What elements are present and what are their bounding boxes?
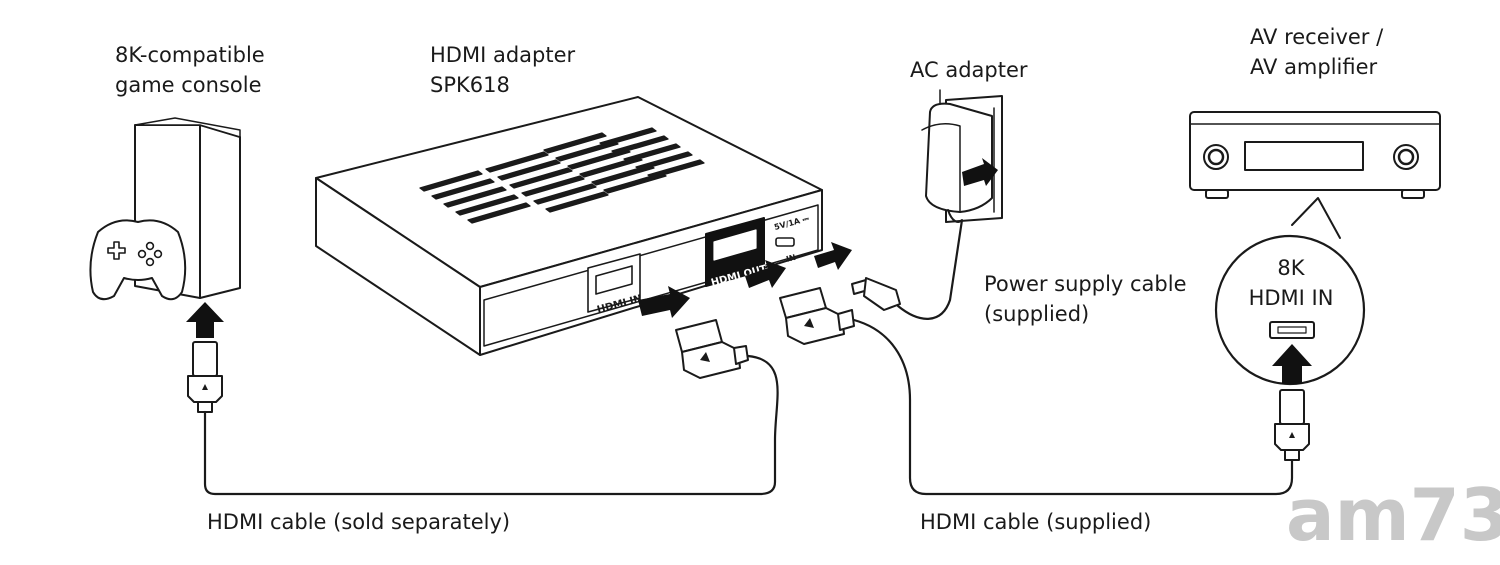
ac-adapter [921,89,1003,223]
cable-right-label: HDMI cable (supplied) [920,510,1152,534]
arrow-right-icon [638,286,690,318]
hdmi-plug-icon [779,287,1294,496]
hdmi-plug-icon [1274,389,1310,461]
receiver-label: AV receiver / AV amplifier [1250,22,1383,82]
power-in-label: IN [785,253,797,264]
arrow-right-icon [962,158,998,186]
av-receiver [1189,111,1441,199]
receiver-label-line2: AV amplifier [1250,55,1378,79]
receiver-label-line1: AV receiver / [1250,25,1384,49]
zoom-callout [1214,197,1366,386]
console-label-line2: game console [115,73,262,97]
adapter-label-line2: SPK618 [430,73,510,97]
hdmi-plug-icon [187,341,223,413]
game-controller-icon [89,219,187,301]
console-label-line1: 8K-compatible [115,43,265,67]
zoom-label-line2: HDMI IN [1248,286,1334,310]
power-cable-label: Power supply cable (supplied) [984,269,1187,329]
power-cable-label-line2: (supplied) [984,302,1090,326]
power-cable-label-line1: Power supply cable [984,272,1187,296]
hdmi-plug-icon [203,319,779,496]
ac-adapter-label: AC adapter [910,58,1028,82]
vent-slots [419,127,705,224]
arrow-right-icon [745,260,786,288]
zoom-label: 8K HDMI IN [1236,253,1346,313]
cable-left-label: HDMI cable (sold separately) [207,510,511,534]
adapter-label-line1: HDMI adapter [430,43,576,67]
arrow-right-icon [814,242,852,270]
arrow-up-icon [186,302,224,338]
arrow-up-icon [1272,344,1312,384]
watermark-logo: am730 [1286,473,1500,557]
hdmi-adapter-box [315,96,823,356]
zoom-label-line1: 8K [1277,256,1305,280]
adapter-label: HDMI adapter SPK618 [430,40,575,100]
power-plug-icon [851,218,964,320]
console-label: 8K-compatible game console [115,40,265,100]
